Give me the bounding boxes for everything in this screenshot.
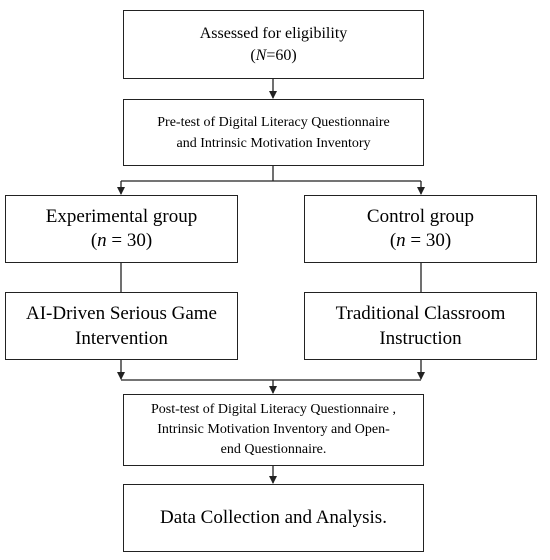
control-n-value: = 30: [405, 230, 445, 251]
posttest-box: Post-test of Digital Literacy Questionna…: [123, 394, 424, 466]
pretest-box: Pre-test of Digital Literacy Questionnai…: [123, 99, 424, 166]
experimental-sample-size: (n = 30): [90, 230, 153, 251]
control-n-var: n: [396, 230, 406, 251]
posttest-line-2: Intrinsic Motivation Inventory and Open-: [157, 422, 390, 437]
intervention-box: AI-Driven Serious Game Intervention: [5, 292, 238, 360]
analysis-title: Data Collection and Analysis.: [160, 507, 387, 528]
experimental-group-box: Experimental group (n = 30): [5, 195, 238, 263]
experimental-n-var: n: [97, 230, 107, 251]
control-group-box: Control group (n = 30): [304, 195, 537, 263]
pretest-line-1: Pre-test of Digital Literacy Questionnai…: [157, 114, 390, 130]
eligibility-box: Assessed for eligibility (N=60): [123, 10, 424, 79]
experimental-n-value: = 30: [106, 230, 146, 251]
intervention-line-2: Intervention: [75, 328, 168, 349]
posttest-line-3: end Questionnaire.: [220, 442, 327, 457]
eligibility-sample-size: (N=60): [250, 46, 297, 64]
experimental-title: Experimental group: [45, 206, 198, 227]
intervention-line-1: AI-Driven Serious Game: [25, 303, 217, 324]
analysis-box: Data Collection and Analysis.: [123, 484, 424, 552]
control-title: Control group: [366, 206, 475, 227]
posttest-line-1: Post-test of Digital Literacy Questionna…: [151, 402, 396, 417]
eligibility-n-value: =60: [266, 46, 292, 64]
traditional-line-1: Traditional Classroom: [335, 303, 506, 324]
traditional-line-2: Instruction: [379, 328, 462, 349]
control-sample-size: (n = 30): [389, 230, 452, 251]
eligibility-title: Assessed for eligibility: [199, 24, 348, 42]
traditional-instruction-box: Traditional Classroom Instruction: [304, 292, 537, 360]
pretest-line-2: and Intrinsic Motivation Inventory: [176, 135, 371, 151]
eligibility-n-var: N: [255, 46, 267, 64]
